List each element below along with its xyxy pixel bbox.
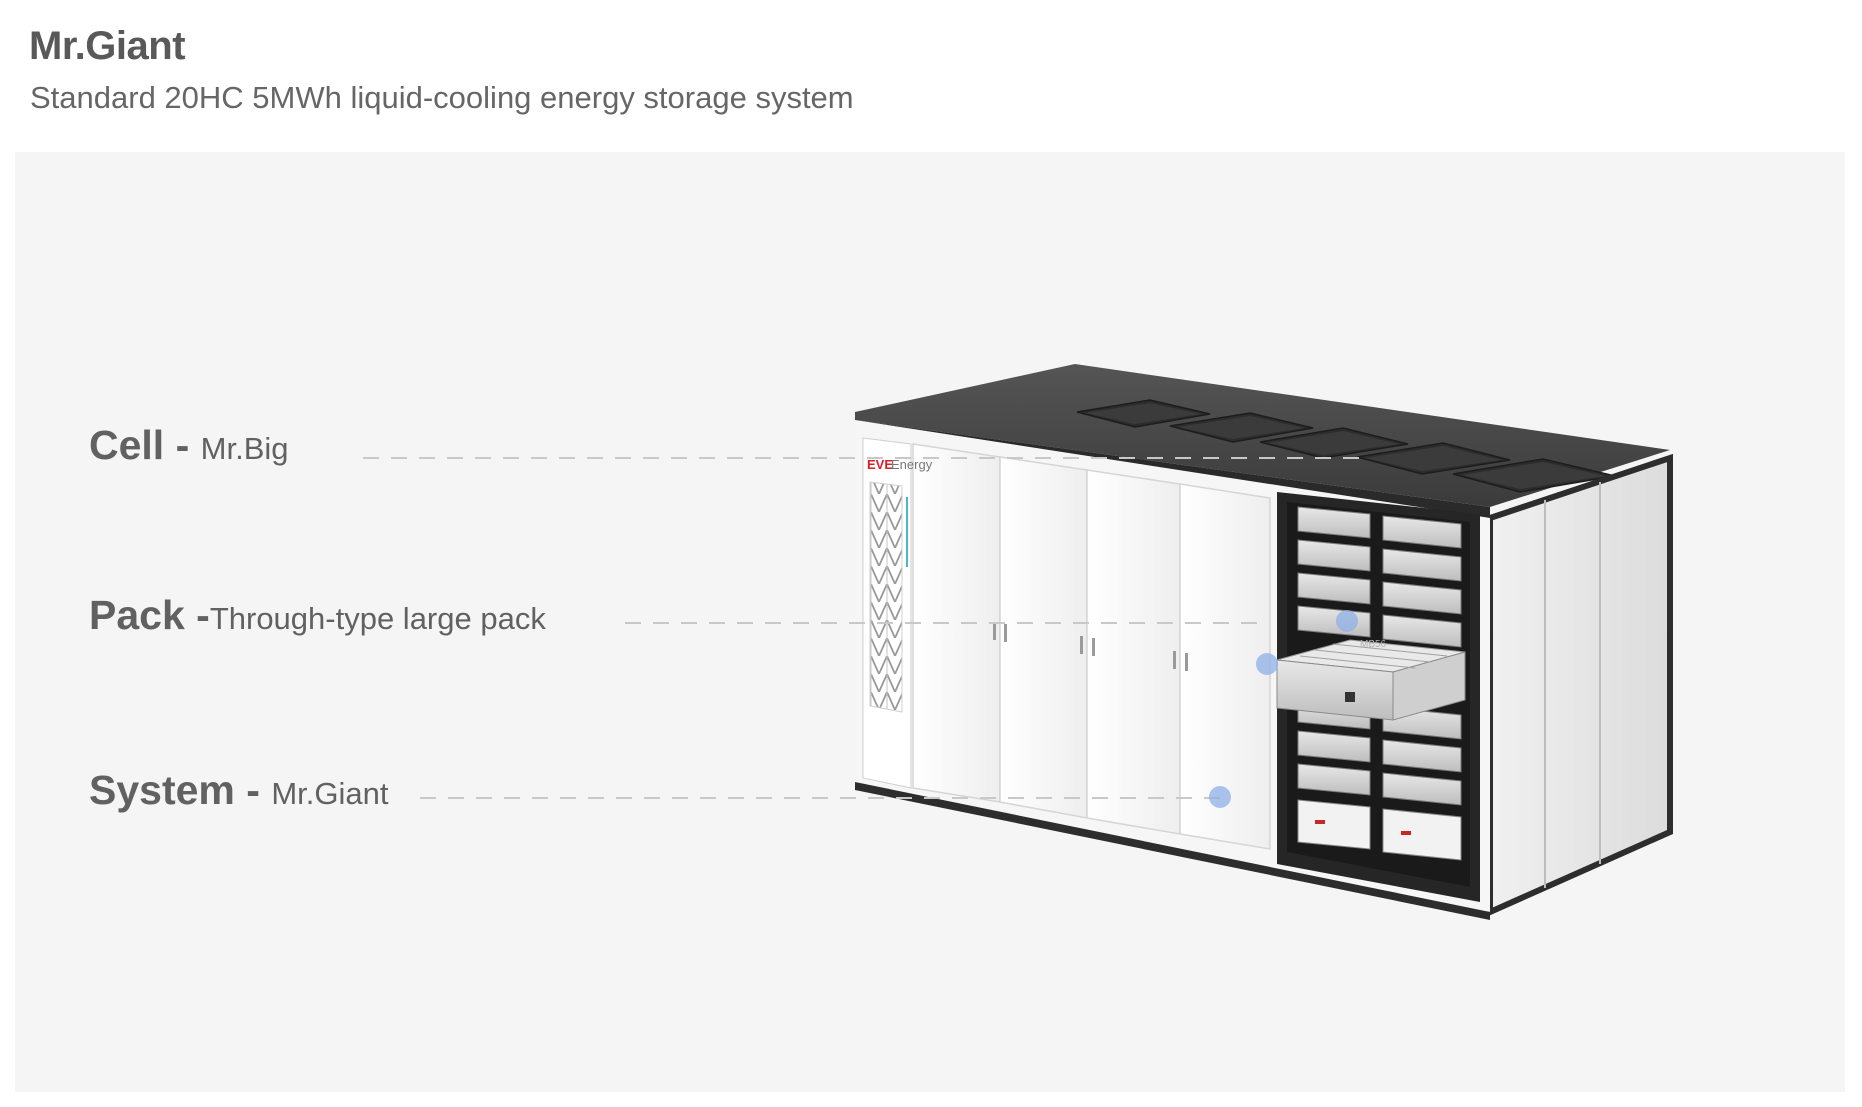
front-cabinet-doors <box>912 443 1271 850</box>
callout-cell[interactable]: Cell - Mr.Big <box>89 422 289 469</box>
product-stage: EVE Energy MB56 Cell - Mr.Big Pack -Thro… <box>15 152 1845 1092</box>
page-subtitle: Standard 20HC 5MWh liquid-cooling energy… <box>30 80 854 115</box>
front-left-panel <box>862 437 912 789</box>
pack-hotspot[interactable] <box>1256 653 1278 675</box>
callout-system-desc: Mr.Giant <box>271 776 389 811</box>
system-hotspot[interactable] <box>1209 786 1231 808</box>
container-illustration: EVE Energy MB56 <box>363 364 1673 920</box>
page-title: Mr.Giant <box>29 24 186 68</box>
callout-guide-lines <box>363 457 1367 799</box>
brand-logo-word: Energy <box>891 457 933 472</box>
callout-pack-desc: Through-type large pack <box>209 601 546 636</box>
callout-pack-name: Pack - <box>89 592 210 638</box>
callout-cell-name: Cell - <box>89 422 201 468</box>
callout-cell-desc: Mr.Big <box>200 431 289 466</box>
cell-hotspot[interactable] <box>1336 610 1358 632</box>
callout-system-name: System - <box>89 767 272 813</box>
callout-system[interactable]: System - Mr.Giant <box>89 767 388 814</box>
brand-logo-mark: EVE <box>867 457 893 472</box>
pulled-out-pack <box>1276 639 1466 721</box>
pack-label: MB56 <box>1360 639 1387 650</box>
callout-pack[interactable]: Pack -Through-type large pack <box>89 592 546 639</box>
